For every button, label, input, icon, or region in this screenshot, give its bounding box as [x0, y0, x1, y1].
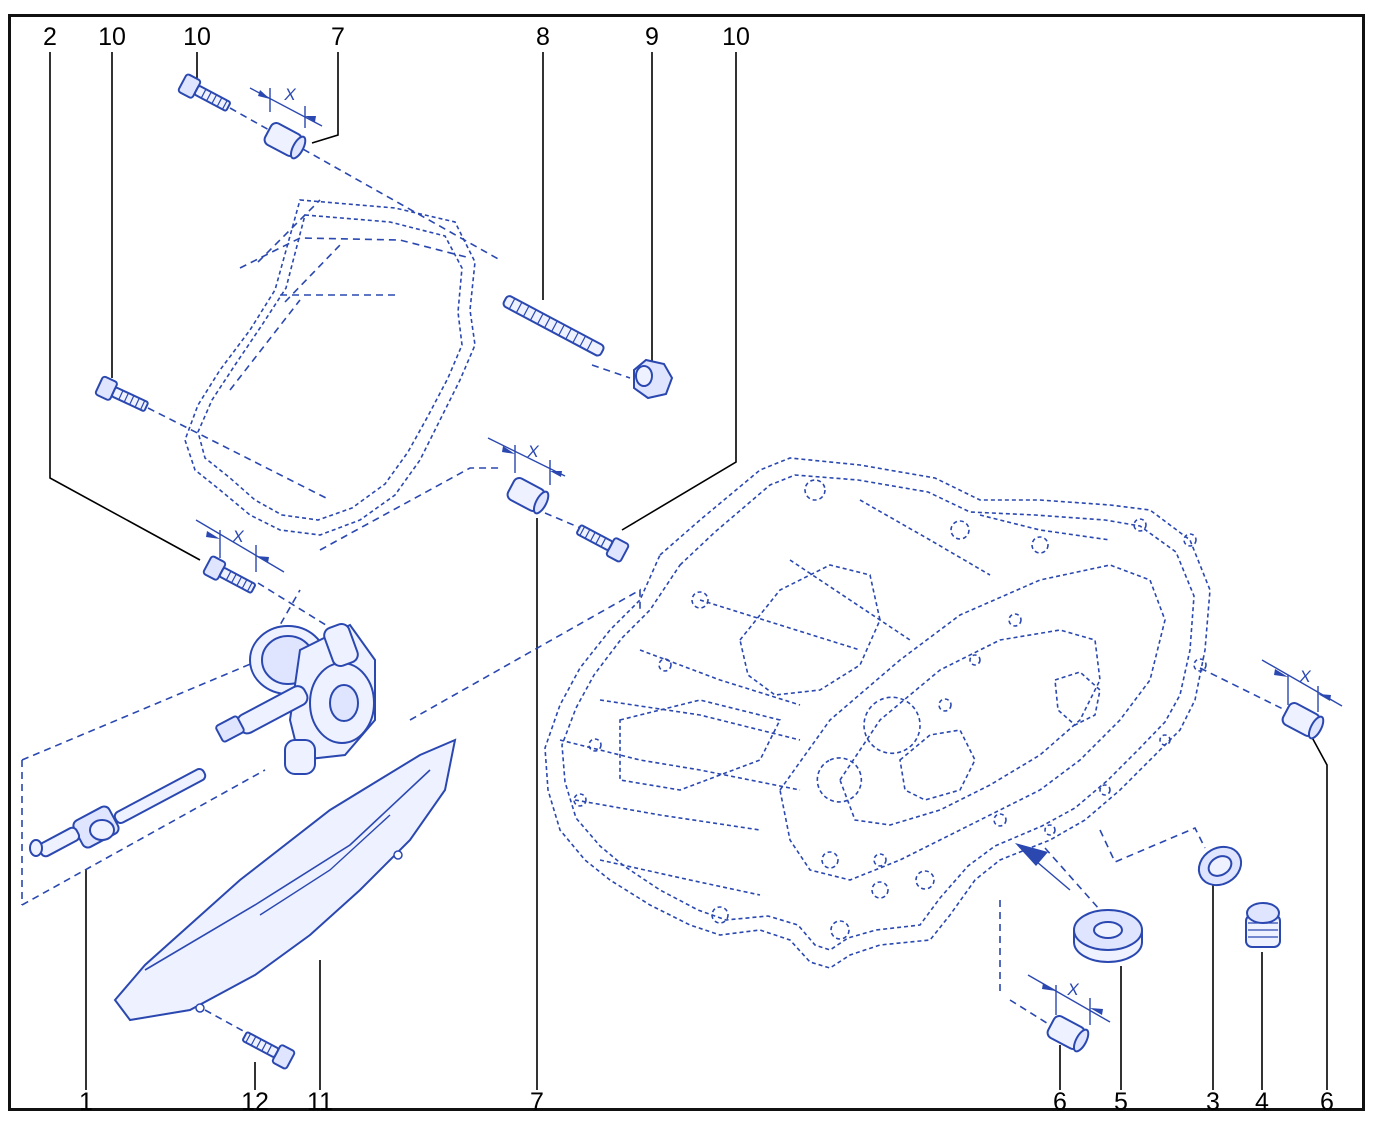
dimension-label-x: X	[1066, 980, 1079, 999]
callout-4-bottom: 4	[1255, 1088, 1269, 1116]
callout-10-top-left: 10	[98, 23, 126, 51]
heat-shield-11	[113, 738, 457, 1022]
bolt-10-mid	[576, 524, 630, 563]
gearbox-casing-outline	[544, 457, 1211, 969]
dimension-label-x: X	[283, 85, 296, 104]
dowel-sleeve-7-mid	[506, 477, 550, 515]
callout-5-bottom: 5	[1114, 1088, 1128, 1116]
callout-7-top: 7	[331, 23, 345, 51]
concentric-slave-cylinder	[215, 623, 376, 775]
clutch-housing-outline	[184, 199, 476, 536]
dowel-sleeve-7-top	[263, 122, 307, 160]
dimension-x-part2: X	[195, 519, 285, 573]
dowel-sleeve-6-bottom	[1046, 1015, 1090, 1053]
bolt-10-top	[177, 73, 231, 112]
callout-10-top-right: 10	[722, 23, 750, 51]
dowel-sleeve-6-right	[1281, 702, 1325, 740]
callout-3-bottom: 3	[1206, 1088, 1220, 1116]
dimension-x-part7-mid: X	[487, 437, 566, 485]
callout-12-bottom: 12	[241, 1088, 269, 1116]
callout-11-bottom: 11	[307, 1088, 333, 1116]
callout-8-top: 8	[536, 23, 550, 51]
dimension-x-part6-right: X	[1261, 659, 1343, 712]
dimension-label-x: X	[526, 442, 539, 461]
dimension-x-part6-bottom: X	[1027, 974, 1111, 1025]
callout-1-bottom: 1	[79, 1088, 93, 1116]
dimension-label-x: X	[1298, 667, 1311, 686]
callout-6-bottom-left: 6	[1053, 1088, 1067, 1116]
bolt-10-left	[94, 375, 149, 412]
nut-9	[633, 358, 674, 400]
callout-6-bottom-right: 6	[1320, 1088, 1334, 1116]
callout-9-top: 9	[645, 23, 659, 51]
insertion-arrow	[1015, 843, 1071, 891]
callout-2-top: 2	[43, 23, 57, 51]
hydraulic-pipe-1	[29, 767, 207, 858]
dimension-label-x: X	[231, 527, 244, 546]
bolt-12	[242, 1031, 296, 1070]
washer-3	[1197, 845, 1243, 887]
dimension-x-part7-top: X	[249, 85, 323, 128]
drain-plug-4	[1245, 902, 1281, 948]
seal-ring-5	[1073, 909, 1143, 963]
bolt-2	[202, 555, 256, 594]
stud-8	[502, 295, 605, 357]
callout-10-top-mid: 10	[183, 23, 211, 51]
callout-7-bottom: 7	[530, 1088, 544, 1116]
leader-lines	[49, 52, 1328, 1090]
